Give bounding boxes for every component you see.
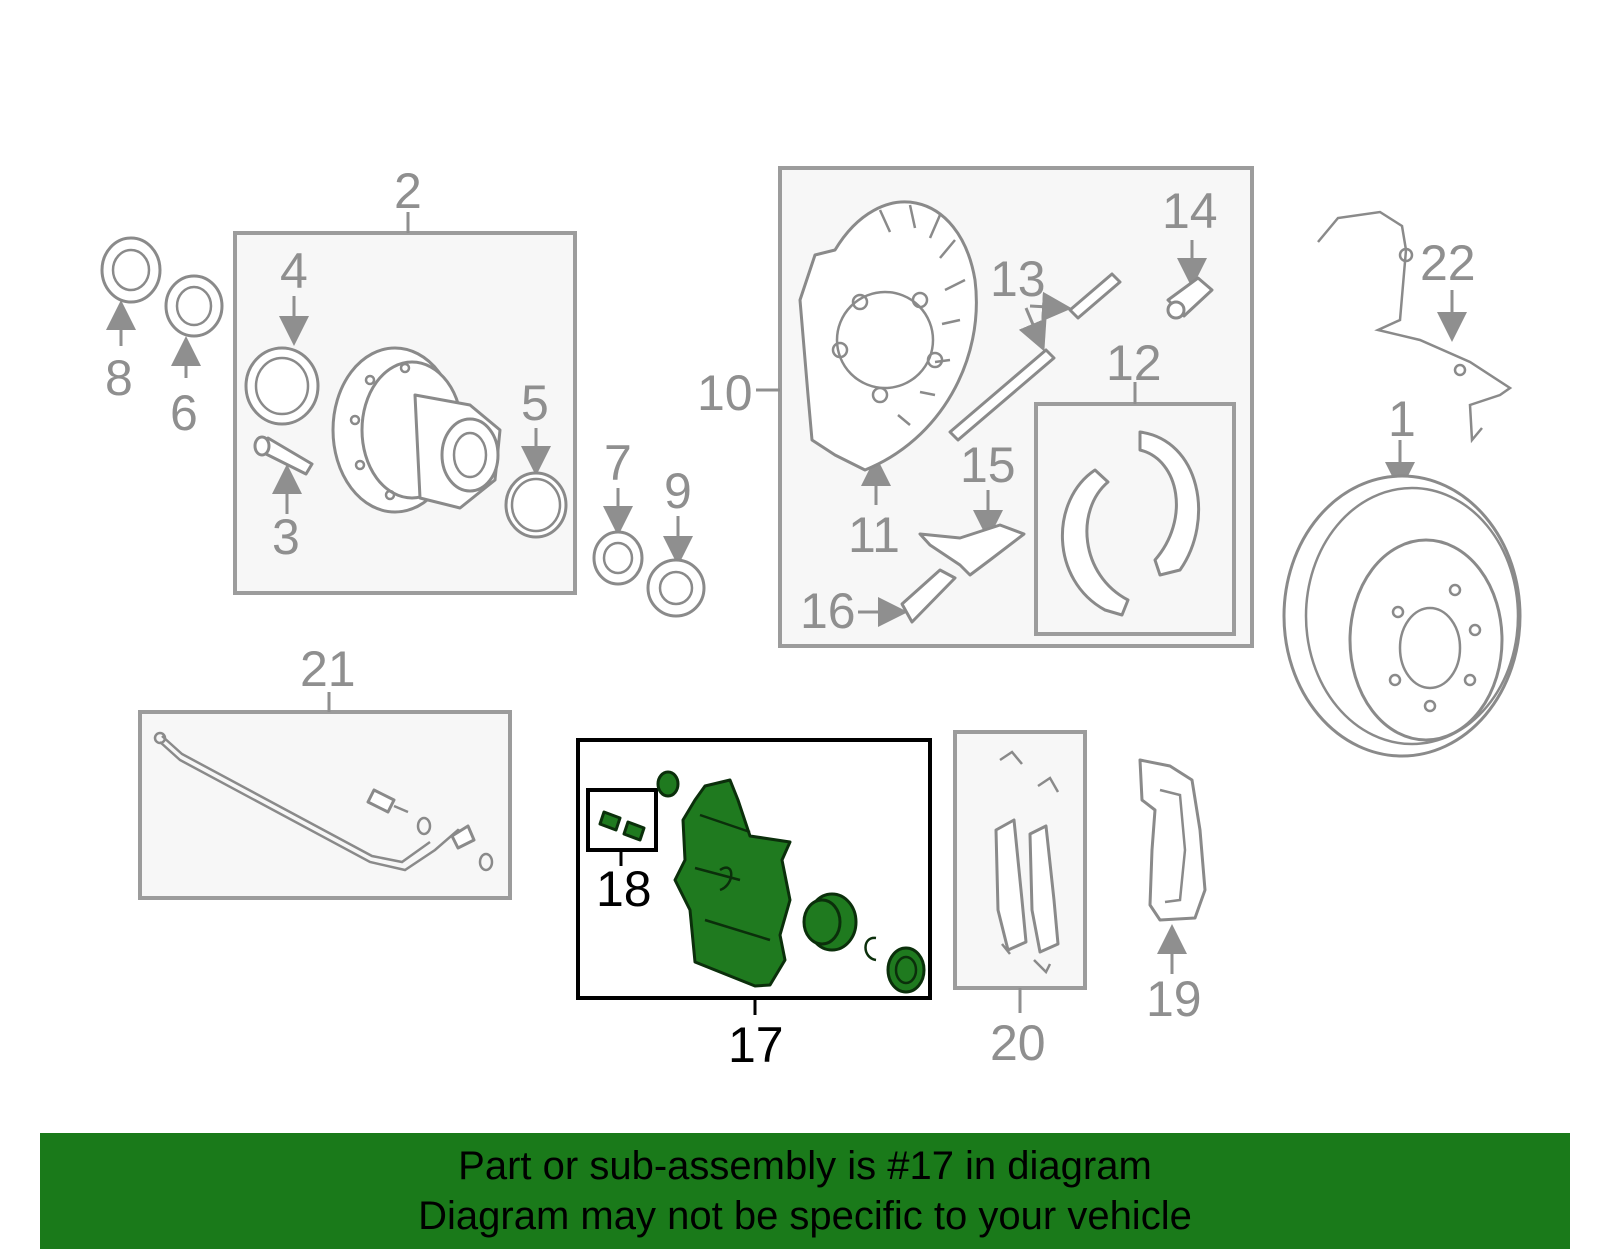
banner-line-1: Part or sub-assembly is #17 in diagram (458, 1144, 1152, 1188)
part-brake-hose-21 (153, 731, 494, 872)
callout-7: 7 (604, 435, 632, 491)
part-bracket-19 (1138, 758, 1207, 922)
part-piston-17[interactable] (802, 892, 858, 952)
callout-22: 22 (1420, 235, 1476, 291)
part-seal-8 (100, 236, 162, 304)
part-lever-15 (918, 523, 1026, 577)
callout-6: 6 (170, 385, 198, 441)
banner-line-2: Diagram may not be specific to your vehi… (418, 1194, 1192, 1238)
callout-13: 13 (990, 251, 1046, 307)
part-backing-plate-11 (798, 200, 978, 472)
part-bearing-7 (592, 530, 644, 586)
callout-1: 1 (1388, 391, 1416, 447)
callout-17[interactable]: 17 (728, 1017, 784, 1073)
part-sensor-wire-22 (1317, 210, 1513, 444)
part-sensor-14 (1166, 276, 1214, 320)
callout-2: 2 (394, 163, 422, 219)
part-seal-ring-17[interactable] (864, 936, 877, 962)
part-pads-20 (994, 750, 1060, 975)
callout-18[interactable]: 18 (596, 861, 652, 917)
callout-21: 21 (300, 641, 356, 697)
part-pins-18[interactable] (598, 810, 646, 842)
part-seal-4 (244, 346, 320, 426)
callout-4: 4 (280, 243, 308, 299)
part-stud-3 (253, 435, 314, 476)
callout-3: 3 (272, 509, 300, 565)
group-box-18[interactable] (586, 788, 658, 852)
part-adjuster-13 (948, 272, 1122, 442)
callout-5: 5 (521, 375, 549, 431)
callout-16: 16 (800, 583, 856, 639)
arrow-13b (1018, 307, 1047, 352)
part-hub-2 (331, 346, 502, 514)
callout-12: 12 (1106, 335, 1162, 391)
info-banner: Part or sub-assembly is #17 in diagram D… (40, 1133, 1570, 1249)
part-shoes-12 (1060, 430, 1201, 617)
part-rotor-1 (1282, 474, 1522, 758)
part-ring-5 (504, 471, 568, 539)
part-boot-17[interactable] (886, 946, 926, 994)
arrow-13a (1029, 291, 1072, 322)
callout-11: 11 (848, 507, 900, 563)
callout-20: 20 (990, 1015, 1046, 1071)
part-bleeder-cap-17[interactable] (656, 770, 680, 798)
callout-19: 19 (1146, 971, 1202, 1027)
callout-10: 10 (697, 365, 753, 421)
group-box-21 (138, 710, 512, 900)
part-strut-16 (900, 568, 957, 624)
part-seal-9 (646, 558, 706, 618)
callout-9: 9 (664, 463, 692, 519)
callout-15: 15 (960, 437, 1016, 493)
part-bearing-6 (164, 274, 224, 338)
group-box-20 (953, 730, 1087, 990)
callout-8: 8 (105, 350, 133, 406)
callout-14: 14 (1162, 183, 1218, 239)
part-caliper-17[interactable] (673, 778, 792, 988)
